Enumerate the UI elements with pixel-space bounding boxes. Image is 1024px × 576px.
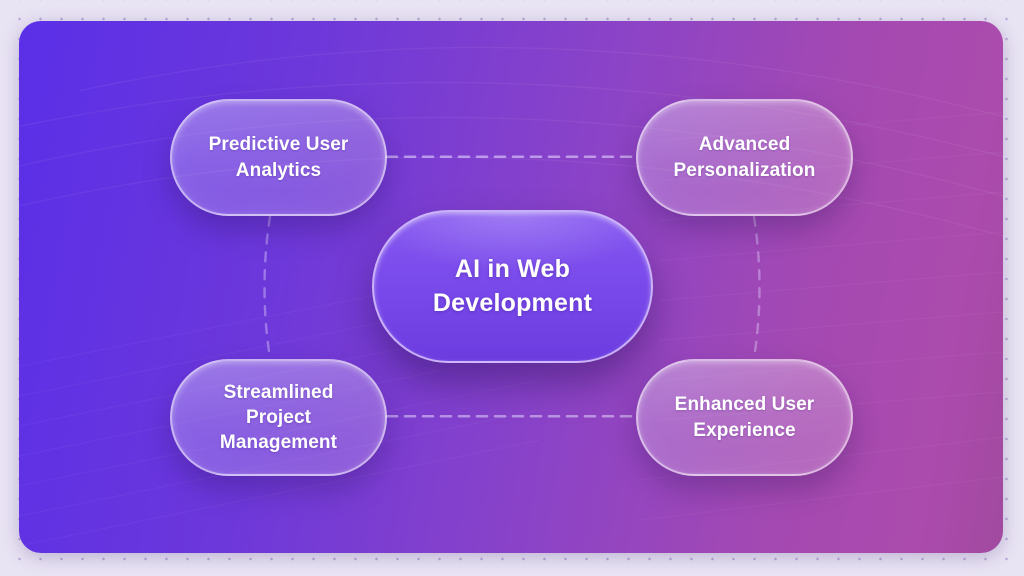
connector-lines [263, 155, 761, 418]
node-predictive-user-analytics: Predictive User Analytics [170, 99, 387, 216]
node-streamlined-project-management: Streamlined Project Management [170, 359, 387, 476]
node-ai-in-web-development: AI in Web Development [372, 210, 653, 363]
connector-right [752, 215, 761, 360]
node-label: Streamlined Project Management [219, 381, 338, 454]
node-enhanced-user-experience: Enhanced User Experience [636, 359, 853, 476]
node-label: Predictive User Analytics [208, 134, 349, 181]
node-advanced-personalization: Advanced Personalization [636, 99, 853, 216]
node-label: Enhanced User Experience [674, 394, 815, 441]
node-label: Advanced Personalization [673, 134, 816, 181]
connector-left [263, 215, 272, 360]
diagram-canvas: Predictive User Analytics Advanced Perso… [19, 21, 1003, 553]
center-node-label: AI in Web Development [432, 254, 593, 317]
